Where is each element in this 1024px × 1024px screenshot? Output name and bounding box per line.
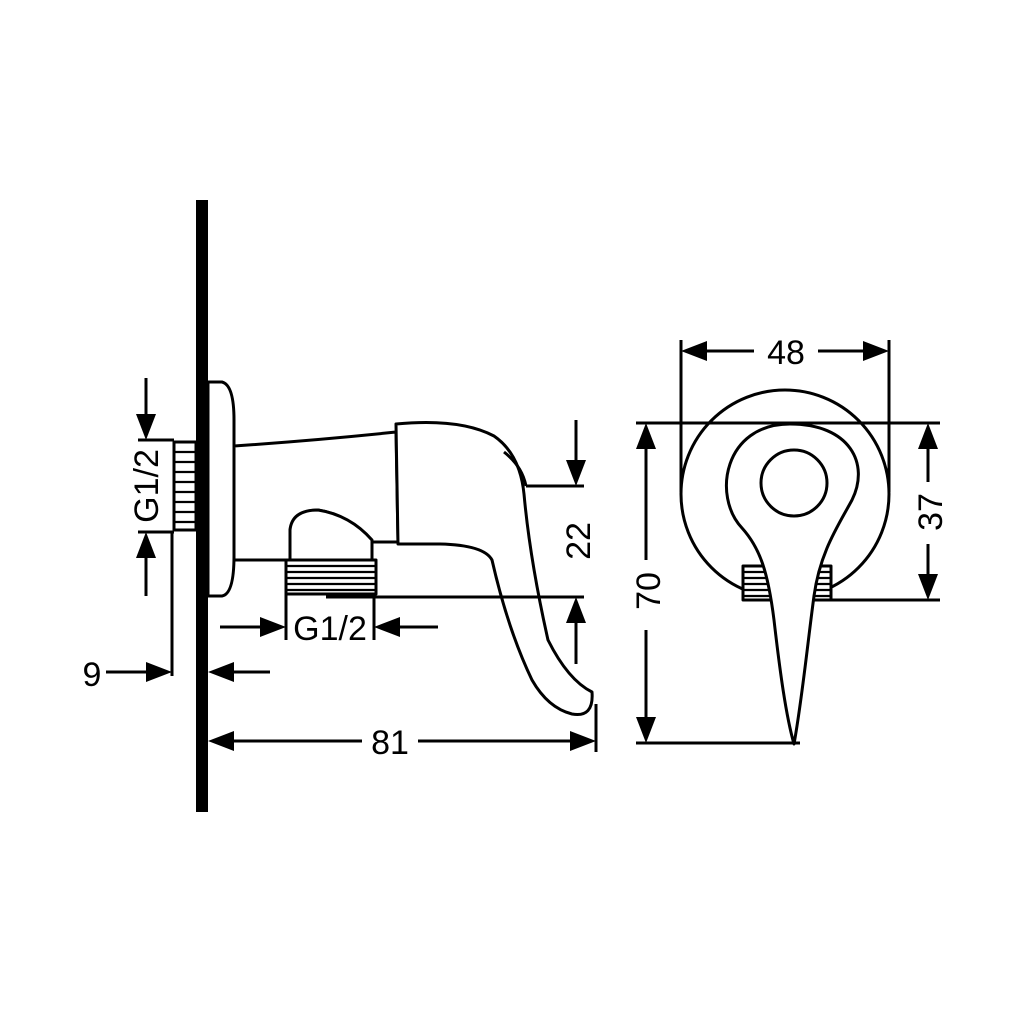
dim-front-height: 70 [630, 421, 940, 745]
dim-label-total-depth: 81 [371, 724, 409, 762]
dim-handle-drop: 22 [326, 420, 598, 664]
inlet-thread [172, 440, 198, 532]
dim-front-handle-height: 37 [828, 423, 950, 602]
wall-section [196, 200, 208, 812]
dim-label-flange-offset: 9 [83, 656, 102, 694]
dim-label-handle-drop: 22 [560, 522, 598, 560]
lever-edge-detail [503, 450, 528, 487]
dim-front-width: 48 [679, 334, 891, 492]
dim-label-front-width: 48 [767, 334, 805, 372]
handle-hole [759, 448, 829, 518]
wall-flange [206, 380, 236, 598]
side-view: G1/2 9 G1/2 22 [83, 200, 598, 812]
dim-label-front-height: 70 [630, 572, 668, 610]
dim-flange-offset: 9 [83, 532, 270, 694]
dim-label-inlet-thread: G1/2 [128, 449, 166, 523]
dim-inlet-thread: G1/2 [128, 378, 174, 596]
lever-handle-side [394, 421, 594, 717]
dim-total-depth: 81 [208, 704, 598, 762]
front-view: 48 70 37 [630, 334, 950, 746]
outlet-spout [284, 508, 378, 596]
dim-label-front-handle-height: 37 [912, 493, 950, 531]
dim-outlet-thread: G1/2 [220, 594, 438, 648]
dim-label-outlet-thread: G1/2 [293, 610, 367, 648]
